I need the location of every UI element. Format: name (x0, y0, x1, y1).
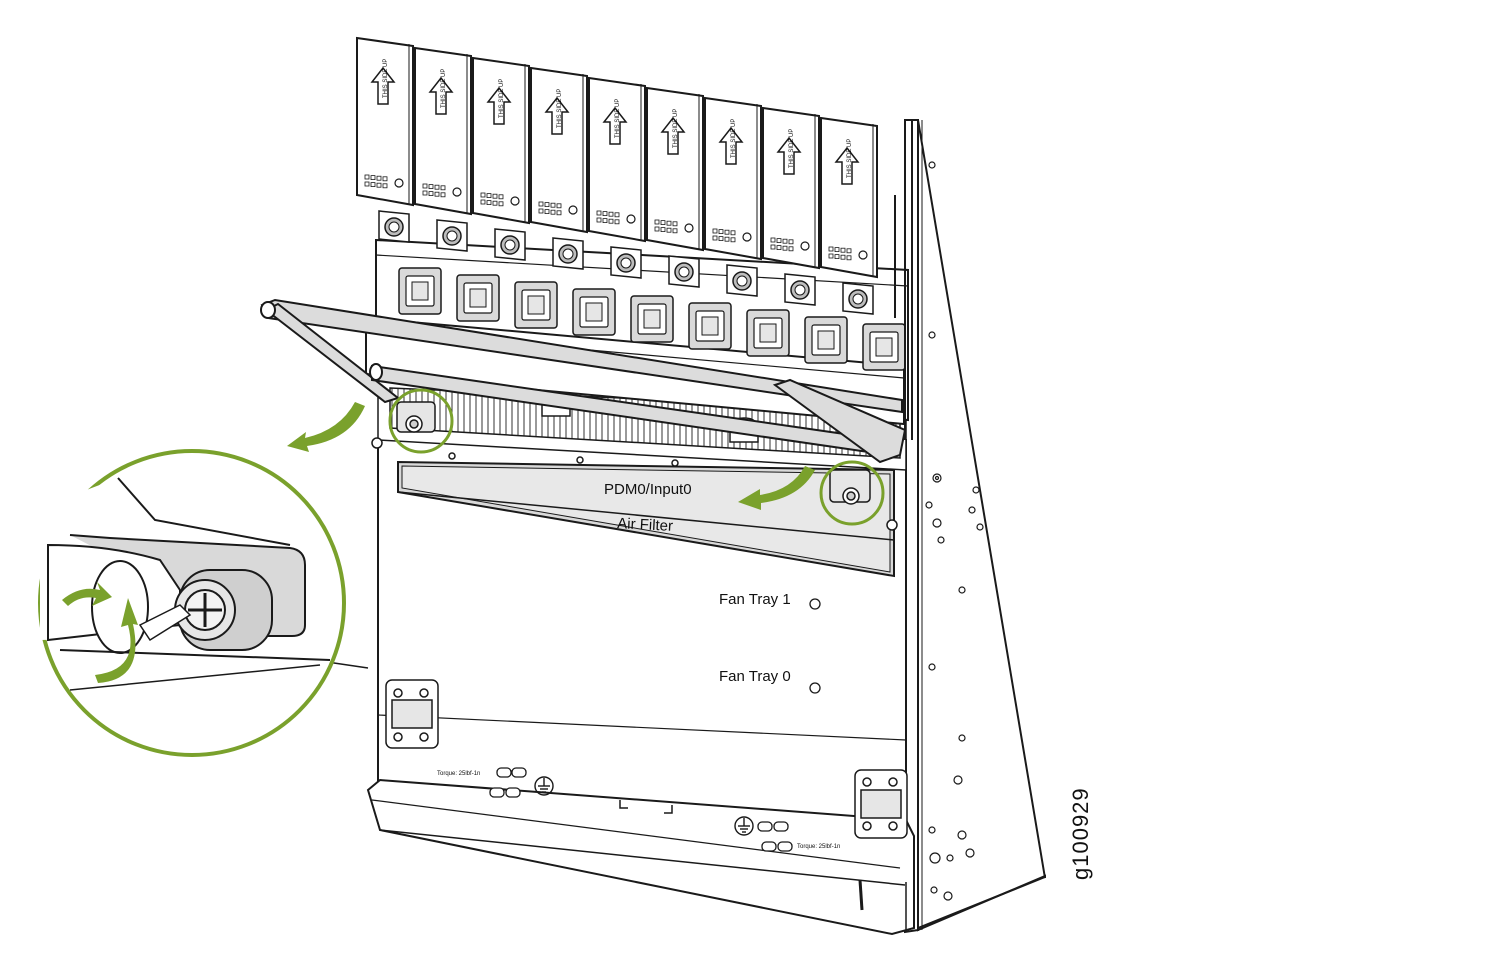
psu-side-up-label: THIS SIDE UP (441, 69, 447, 108)
psu-side-up-label: THIS SIDE UP (731, 119, 737, 158)
captive-screw-icon (829, 469, 871, 505)
arrow-up-icon (834, 146, 860, 185)
detail-callout (38, 449, 346, 757)
rotate-arrow-icon (62, 582, 138, 683)
psu-side-up-label: THIS SIDE UP (615, 99, 621, 138)
ground-studs-left (489, 767, 527, 798)
mount-screw (886, 519, 898, 531)
fan-tray-0-led (809, 682, 821, 694)
captive-screw-icon (396, 401, 436, 433)
pdm-label: PDM0/Input0 (604, 481, 692, 498)
chassis-base (366, 778, 915, 936)
torque-label-left: Torque: 25lbf-1n (437, 771, 480, 777)
chassis-side-panel (904, 119, 1046, 934)
screw-highlight-left (388, 388, 454, 454)
power-supply-unit: THIS SIDE UP (646, 86, 732, 350)
air-filter-label: Air Filter (617, 515, 674, 535)
power-supply-unit: THIS SIDE UP (588, 76, 674, 343)
arrow-up-icon (602, 106, 628, 145)
arrow-up-icon (718, 126, 744, 165)
power-supply-unit: THIS SIDE UP (762, 106, 848, 364)
fan-tray-1-led (809, 598, 821, 610)
arrow-up-icon (428, 76, 454, 115)
figure-id: g100929 (1068, 787, 1093, 880)
power-supply-unit: THIS SIDE UP (820, 116, 906, 371)
fan-tray-1-label: Fan Tray 1 (719, 591, 791, 608)
power-supply-row: THIS SIDE UP THIS SIDE UP THIS SIDE UP THIS… (356, 36, 906, 371)
power-supply-unit: THIS SIDE UP (704, 96, 790, 357)
arrow-up-icon (776, 136, 802, 175)
chassis-rails (356, 38, 913, 440)
psu-side-up-label: THIS SIDE UP (847, 139, 853, 178)
psu-side-up-label: THIS SIDE UP (789, 129, 795, 168)
fan-tray-0-label: Fan Tray 0 (719, 668, 791, 685)
cable-manager-handle (260, 298, 907, 464)
arrow-up-icon (486, 86, 512, 125)
curved-arrow-icon (738, 466, 815, 510)
air-filter-bar (397, 460, 895, 578)
power-supply-unit: THIS SIDE UP (356, 36, 442, 315)
psu-side-up-label: THIS SIDE UP (557, 89, 563, 128)
psu-side-up-label: THIS SIDE UP (673, 109, 679, 148)
ground-symbol-icon (534, 776, 554, 796)
curved-arrow-icon (287, 402, 365, 452)
power-supply-unit: THIS SIDE UP (530, 66, 616, 336)
torque-label-right: Torque: 25lbf-1n (797, 844, 840, 850)
power-supply-unit: THIS SIDE UP (472, 56, 558, 329)
arrow-up-icon (544, 96, 570, 135)
arrow-up-icon (370, 66, 396, 105)
mount-bracket-right (854, 769, 908, 839)
psu-side-up-label: THIS SIDE UP (383, 59, 389, 98)
psu-side-up-label: THIS SIDE UP (499, 79, 505, 118)
ground-studs-right (757, 821, 793, 852)
ground-symbol-icon (734, 816, 754, 836)
screw-highlight-right (819, 460, 885, 526)
mount-bracket-left (385, 679, 439, 749)
arrow-up-icon (660, 116, 686, 155)
side-panel-holes (925, 161, 984, 901)
power-supply-unit: THIS SIDE UP (414, 46, 500, 322)
mount-screw (371, 437, 383, 449)
